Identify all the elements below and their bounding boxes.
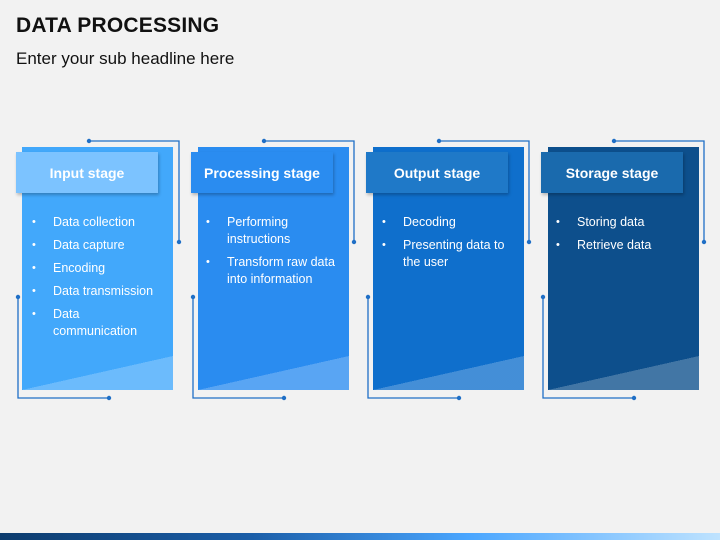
connector-top <box>614 140 705 242</box>
connector-dot <box>15 294 21 300</box>
page-title: DATA PROCESSING <box>16 14 220 37</box>
connector-dot <box>261 138 267 144</box>
list-item: •Storing data <box>556 215 645 229</box>
stage-header-input: Input stage <box>16 152 158 193</box>
connector-dot <box>456 395 462 401</box>
connector-bottom <box>17 297 109 399</box>
connector-top <box>439 140 530 242</box>
list-item: •Decoding <box>382 215 456 229</box>
connector-dot <box>351 239 357 245</box>
connector-dot <box>281 395 287 401</box>
connector-dot <box>701 239 707 245</box>
list-item: •Data collection <box>32 215 135 229</box>
connector-bottom <box>192 297 284 399</box>
connector-dot <box>611 138 617 144</box>
list-item: •Transform raw data into information <box>206 255 335 286</box>
list-item: •Encoding <box>32 261 106 275</box>
stage-list-storage: •Storing data •Retrieve data <box>554 214 688 260</box>
page-subtitle: Enter your sub headline here <box>16 49 235 68</box>
connector-dot <box>436 138 442 144</box>
connector-dot <box>190 294 196 300</box>
connector-dot <box>526 239 532 245</box>
list-item: •Data transmission <box>32 284 154 298</box>
connector-top <box>89 140 180 242</box>
connector-dot <box>540 294 546 300</box>
stage-header-processing: Processing stage <box>191 152 333 193</box>
connector-dot <box>365 294 371 300</box>
connector-bottom <box>367 297 459 399</box>
connector-dot <box>176 239 182 245</box>
list-item: •Data capture <box>32 238 125 252</box>
list-item: •Data communication <box>32 307 138 338</box>
list-item: •Performing instructions <box>206 215 291 246</box>
connector-dot <box>631 395 637 401</box>
connector-top <box>264 140 355 242</box>
footer-gradient-bar <box>0 533 720 540</box>
stage-header-output: Output stage <box>366 152 508 193</box>
list-item: •Presenting data to the user <box>382 238 505 269</box>
stage-list-output: •Decoding •Presenting data to the user <box>380 214 514 277</box>
stage-list-input: •Data collection •Data capture •Encoding… <box>30 214 164 346</box>
connector-bottom <box>542 297 634 399</box>
stage-list-processing: •Performing instructions •Transform raw … <box>204 214 338 294</box>
connector-dot <box>106 395 112 401</box>
connector-dot <box>86 138 92 144</box>
stage-header-storage: Storage stage <box>541 152 683 193</box>
list-item: •Retrieve data <box>556 238 652 252</box>
